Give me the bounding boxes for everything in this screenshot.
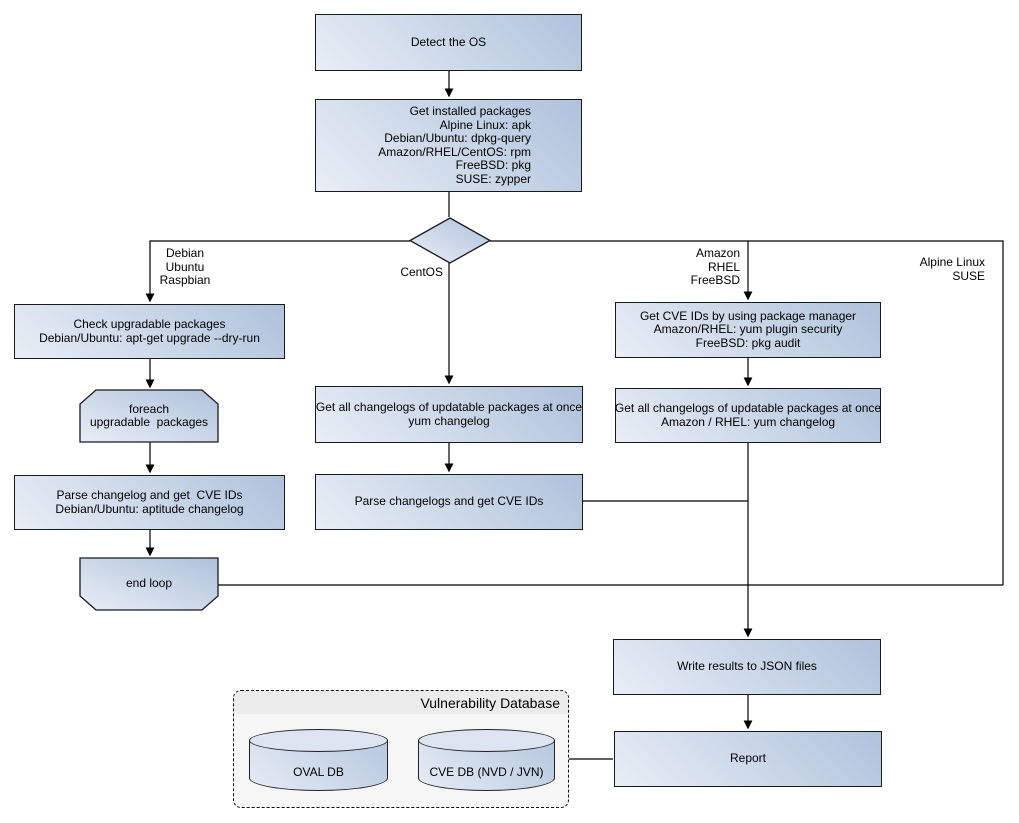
branch-label-alpine: Alpine Linux SUSE	[919, 255, 985, 283]
vulnerability-database-title: Vulnerability Database	[234, 691, 568, 714]
oval-db-cylinder-top	[249, 729, 388, 752]
cve-db-label: CVE DB (NVD / JVN)	[429, 765, 544, 779]
node-get-installed-packages: Get installed packages Alpine Linux: apk…	[315, 99, 582, 192]
node-amazon-changelog: Get all changelogs of updatable packages…	[615, 388, 881, 443]
decision-diamond	[408, 217, 492, 264]
oval-db-cylinder: OVAL DB	[249, 729, 388, 791]
node-get-cve-ids-pkg-mgr: Get CVE IDs by using package manager Ama…	[615, 302, 881, 358]
node-yum-changelog: Get all changelogs of updatable packages…	[315, 386, 583, 443]
branch-label-debian: Debian Ubuntu Raspbian	[159, 246, 211, 287]
node-check-upgradable: Check upgradable packages Debian/Ubuntu:…	[14, 304, 285, 359]
branch-label-amazon: Amazon RHEL FreeBSD	[690, 246, 740, 287]
node-parse-changelog-debian: Parse changelog and get CVE IDs Debian/U…	[14, 475, 285, 530]
end-loop-label: end loop	[125, 576, 173, 591]
oval-db-label: OVAL DB	[293, 765, 344, 779]
cve-db-cylinder-top	[418, 729, 555, 752]
node-write-results: Write results to JSON files	[613, 639, 881, 695]
connectors	[145, 71, 1004, 760]
foreach-loop-label: foreach upgradable packages	[89, 401, 209, 429]
node-parse-changelogs-centos: Parse changelogs and get CVE IDs	[315, 474, 583, 530]
vulnerability-database-panel: Vulnerability Database OVAL DB CVE DB (N…	[233, 690, 569, 808]
end-loop-shape	[79, 557, 219, 611]
foreach-loop-shape	[79, 389, 219, 443]
node-detect-os: Detect the OS	[315, 14, 582, 71]
connector-decision-right-rail	[490, 240, 1004, 585]
cve-db-cylinder: CVE DB (NVD / JVN)	[418, 729, 555, 791]
branch-label-centos: CentOS	[400, 265, 443, 279]
connector-decision-to-debian	[145, 240, 410, 303]
node-report: Report	[614, 731, 882, 787]
